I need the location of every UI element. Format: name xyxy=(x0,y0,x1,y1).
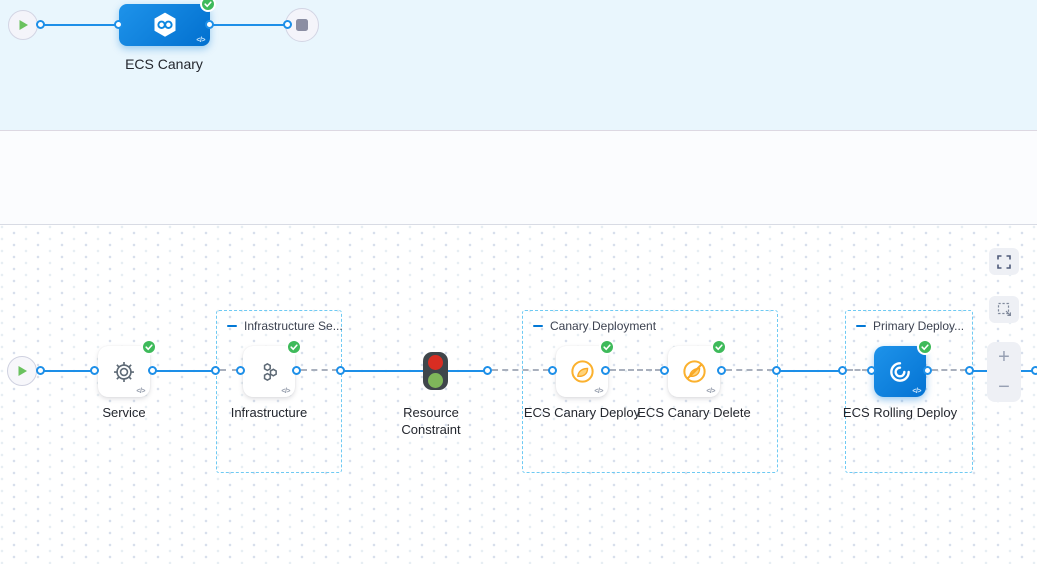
traffic-light-green-icon xyxy=(428,373,443,388)
step-label: Infrastructure xyxy=(209,404,329,421)
connector-dot xyxy=(205,20,214,29)
connector-dot xyxy=(90,366,99,375)
edge-line xyxy=(777,370,843,372)
play-icon xyxy=(17,365,28,377)
canary-delete-icon xyxy=(681,358,708,385)
infrastructure-icon xyxy=(256,359,282,385)
connector-dot xyxy=(548,366,557,375)
minimap-stage-node[interactable]: </> xyxy=(119,4,210,46)
edge-dashed xyxy=(726,369,773,371)
resource-constraint-node[interactable] xyxy=(423,352,448,390)
group-label: Infrastructure Se... xyxy=(244,319,343,333)
success-check-icon xyxy=(141,339,157,355)
execution-graph-canvas[interactable]: Infrastructure Se... Canary Deployment P… xyxy=(0,225,1037,564)
connector-dot xyxy=(965,366,974,375)
connector-dot xyxy=(838,366,847,375)
collapse-icon[interactable] xyxy=(533,325,543,327)
code-icon: </> xyxy=(281,388,290,395)
success-check-icon xyxy=(599,339,615,355)
success-check-icon xyxy=(286,339,302,355)
connector-dot xyxy=(601,366,610,375)
fullscreen-button[interactable] xyxy=(989,248,1019,275)
connector-dot xyxy=(923,366,932,375)
code-icon: </> xyxy=(706,388,715,395)
code-icon: </> xyxy=(196,37,205,44)
step-label: ECS Canary Deploy xyxy=(522,404,642,421)
connector-dot xyxy=(114,20,123,29)
rolling-deploy-icon xyxy=(887,359,913,385)
connector-dot xyxy=(1031,366,1037,375)
connector-dot xyxy=(236,366,245,375)
graph-start-node xyxy=(7,356,37,386)
group-header-primary-deployment[interactable]: Primary Deploy... xyxy=(856,319,964,333)
edge-line xyxy=(153,370,216,372)
zoom-in-button[interactable]: + xyxy=(987,342,1021,372)
play-icon xyxy=(18,19,29,31)
marquee-select-button[interactable] xyxy=(989,296,1019,323)
minimap-connector-line xyxy=(210,24,288,26)
success-check-icon xyxy=(200,0,216,12)
collapse-icon[interactable] xyxy=(856,325,866,327)
group-header-canary-deployment[interactable]: Canary Deployment xyxy=(533,319,656,333)
gear-icon xyxy=(111,359,137,385)
step-label: Resource Constraint xyxy=(375,404,487,438)
fullscreen-icon xyxy=(997,255,1011,269)
edge-line xyxy=(342,370,423,372)
group-header-infrastructure[interactable]: Infrastructure Se... xyxy=(227,319,343,333)
marquee-select-icon xyxy=(997,302,1012,317)
collapse-icon[interactable] xyxy=(227,325,237,327)
connector-dot xyxy=(717,366,726,375)
connector-dot xyxy=(867,366,876,375)
stage-minimap: </> ECS Canary xyxy=(0,0,1037,131)
step-label: ECS Canary Delete xyxy=(634,404,754,421)
edge-dashed xyxy=(610,369,661,371)
connector-dot xyxy=(211,366,220,375)
connector-dot xyxy=(283,20,292,29)
edge-dashed xyxy=(301,369,338,371)
connector-dot xyxy=(336,366,345,375)
connector-dot xyxy=(772,366,781,375)
minimap-start-node xyxy=(8,10,38,40)
connector-dot xyxy=(36,366,45,375)
code-icon: </> xyxy=(136,388,145,395)
edge-dashed xyxy=(847,369,868,371)
connector-dot xyxy=(660,366,669,375)
edge-line xyxy=(42,370,95,372)
step-label: ECS Rolling Deploy xyxy=(840,404,960,421)
zoom-panel: + − xyxy=(987,342,1021,402)
edge-dashed xyxy=(932,369,966,371)
traffic-light-red-icon xyxy=(428,355,443,370)
step-node-ecs-rolling-deploy[interactable]: </> xyxy=(874,346,926,397)
connector-dot xyxy=(483,366,492,375)
minimap-stage-label: ECS Canary xyxy=(74,56,254,72)
edge-line xyxy=(448,370,488,372)
edge-dashed xyxy=(492,369,549,371)
execution-header: ECS Canary Started at: 10/6/2022, 5:01:2… xyxy=(0,131,1037,225)
connector-dot xyxy=(292,366,301,375)
minimap-connector-line xyxy=(43,24,119,26)
code-icon: </> xyxy=(912,388,921,395)
canary-deploy-icon xyxy=(569,358,596,385)
step-node-infrastructure[interactable]: </> xyxy=(243,346,295,397)
zoom-out-button[interactable]: − xyxy=(987,372,1021,402)
stop-icon xyxy=(296,19,308,31)
connector-dot xyxy=(36,20,45,29)
step-node-service[interactable]: </> xyxy=(98,346,150,397)
code-icon: </> xyxy=(594,388,603,395)
success-check-icon xyxy=(711,339,727,355)
step-node-ecs-canary-delete[interactable]: </> xyxy=(668,346,720,397)
step-label: Service xyxy=(64,404,184,421)
connector-dot xyxy=(148,366,157,375)
group-label: Primary Deploy... xyxy=(873,319,964,333)
group-label: Canary Deployment xyxy=(550,319,656,333)
harness-stage-icon xyxy=(150,10,180,40)
success-check-icon xyxy=(917,339,933,355)
